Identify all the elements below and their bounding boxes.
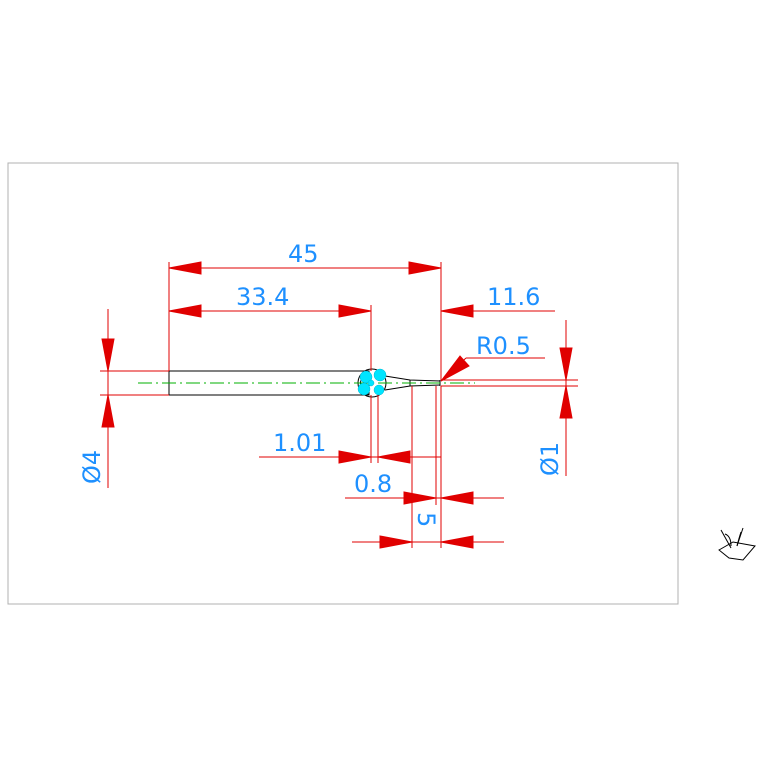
- ucs-icon: [718, 527, 756, 561]
- dim-text-tip-length: 11.6: [487, 283, 540, 311]
- dim-text-ball-offset: 1.01: [273, 429, 326, 457]
- dimension-shank-diameter[interactable]: Ø4: [78, 309, 169, 488]
- part-outline: [168, 368, 441, 398]
- dimension-ball-offset[interactable]: 1.01: [259, 395, 441, 464]
- dim-text-neck-width: 0.8: [354, 470, 392, 498]
- dim-text-tip-radius: R0.5: [476, 332, 531, 360]
- dimension-tip-length[interactable]: 11.6: [440, 283, 555, 318]
- dimension-overall-length[interactable]: 45: [168, 240, 442, 380]
- dim-text-overall-length: 45: [288, 240, 319, 268]
- dim-text-shank-length: 33.4: [236, 283, 289, 311]
- selection-grips[interactable]: [357, 368, 387, 396]
- dimension-tip-diameter[interactable]: Ø1: [441, 320, 578, 476]
- dimension-tip-segment[interactable]: 5: [352, 386, 504, 549]
- dimension-tip-radius[interactable]: R0.5: [440, 332, 545, 382]
- viewport-frame: [7, 162, 679, 605]
- dimension-shank-length[interactable]: 33.4: [168, 283, 372, 371]
- dim-text-tip-segment: 5: [412, 512, 440, 527]
- dim-text-shank-diameter: Ø4: [78, 450, 106, 484]
- dim-text-tip-diameter: Ø1: [536, 442, 564, 476]
